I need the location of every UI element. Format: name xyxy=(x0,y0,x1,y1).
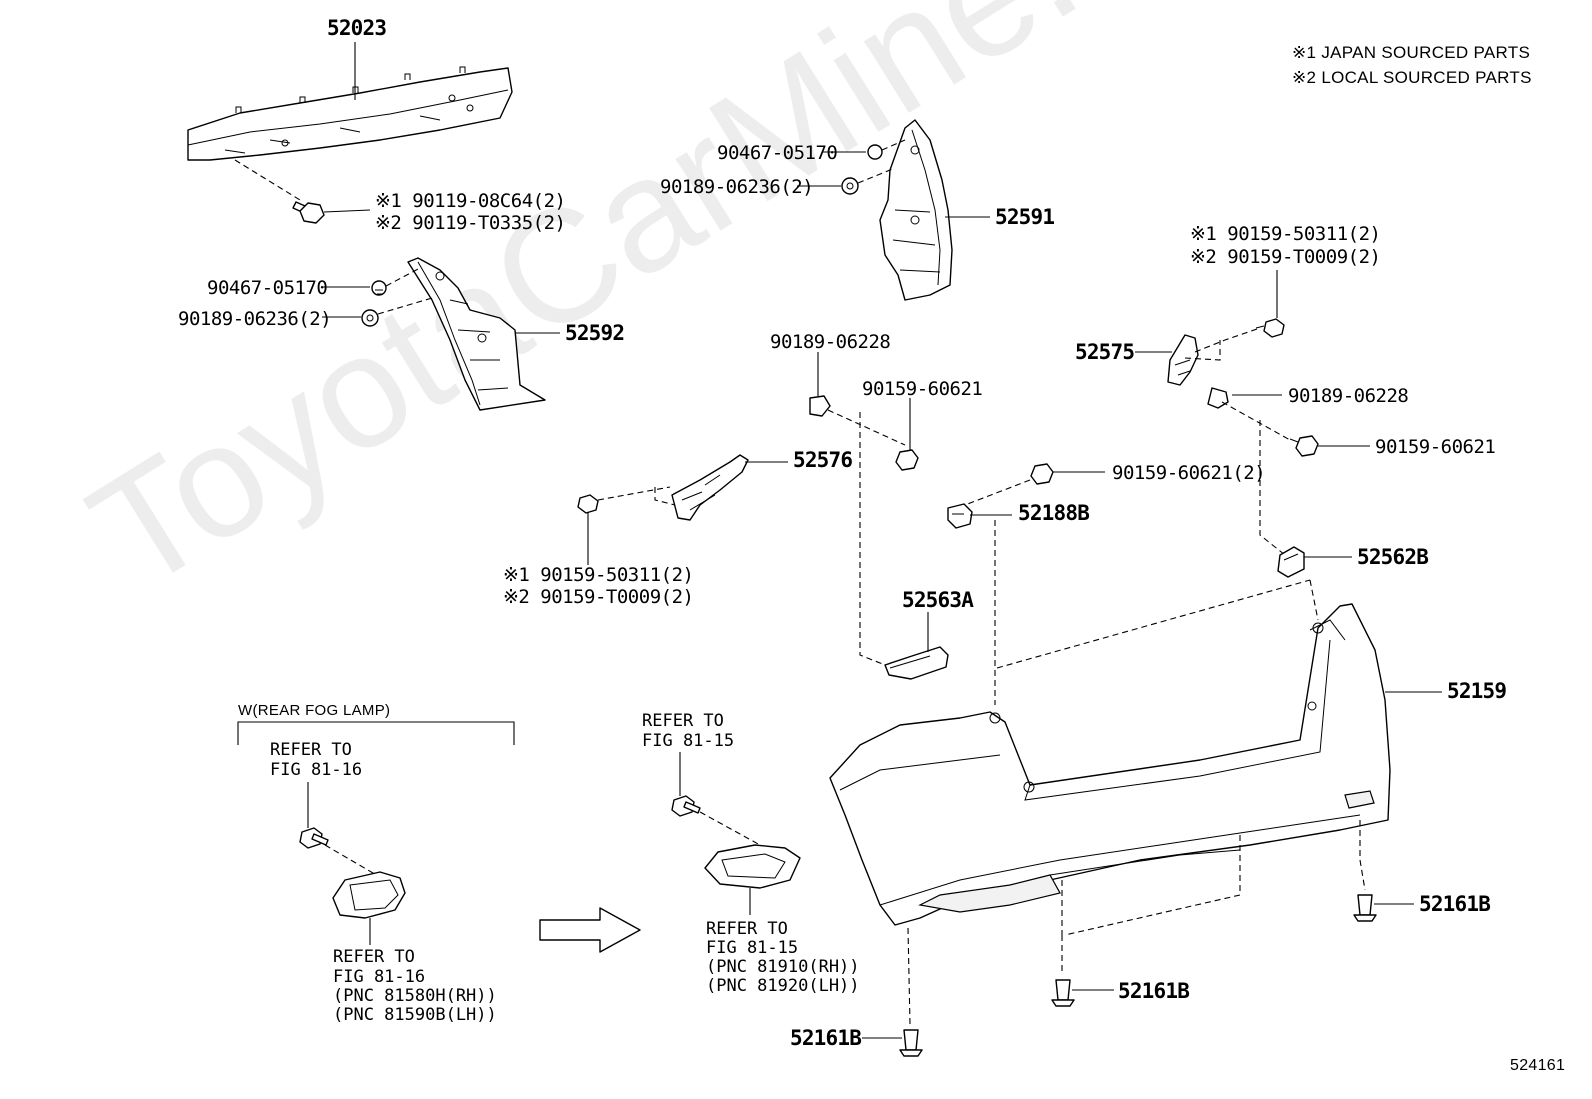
label-refer-to-a: REFER TO xyxy=(270,740,352,760)
label-52592: 52592 xyxy=(565,321,625,345)
label-refer-to-b: REFER TO xyxy=(333,947,415,967)
label-52161b-c: 52161B xyxy=(1419,892,1491,916)
label-52161b-a: 52161B xyxy=(790,1026,862,1050)
screw-90159-50311-left-icon xyxy=(577,494,599,565)
screw-90159-60621-right-icon xyxy=(1289,435,1370,457)
bracket-52591-icon xyxy=(879,119,990,301)
bracket-52576-icon xyxy=(597,454,788,521)
fog-lamp-right-icon xyxy=(704,844,801,915)
bracket-52592-icon xyxy=(407,257,560,411)
label-nut-90189-06228-center: 90189-06228 xyxy=(770,331,891,353)
label-screw-90159-t0009-right: ※2 90159-T0009(2) xyxy=(1190,246,1381,268)
label-nut-90189-06228-right: 90189-06228 xyxy=(1288,385,1409,407)
label-nut-90189-right: 90189-06236(2) xyxy=(660,176,814,198)
label-52562b: 52562B xyxy=(1357,545,1429,569)
label-52575: 52575 xyxy=(1075,340,1135,364)
label-52576: 52576 xyxy=(793,448,853,472)
label-clip-90467-left: 90467-05170 xyxy=(207,277,328,299)
retainer-52563a-icon xyxy=(884,612,949,680)
label-fig-81-16-a: FIG 81-16 xyxy=(270,760,363,780)
retainer-52562b-icon xyxy=(1277,546,1352,578)
clip-52161b-b-icon xyxy=(1051,979,1114,1007)
bracket-52575-icon xyxy=(1135,327,1261,386)
fog-lamp-left-icon xyxy=(332,871,406,945)
fog-lamp-bracket xyxy=(237,721,515,745)
rear-bumper-reinforcement-52023 xyxy=(187,42,513,201)
label-bolt-90119-local: ※2 90119-T0335(2) xyxy=(375,212,566,234)
label-52159: 52159 xyxy=(1447,679,1507,703)
clip-52161b-c-icon xyxy=(1353,894,1414,922)
label-52591: 52591 xyxy=(995,205,1055,229)
label-screw-90159-50311-left: ※1 90159-50311(2) xyxy=(503,564,694,586)
figure-id: 524161 xyxy=(1510,1057,1566,1074)
nut-90189-06228-center-icon xyxy=(809,352,906,666)
label-fig-81-16-b: FIG 81-16 xyxy=(333,967,426,987)
nut-90189-right-icon xyxy=(797,167,896,195)
nut-90189-06228-right-icon xyxy=(1207,387,1291,556)
nut-90189-left-icon xyxy=(322,297,433,327)
screw-90159-50311-right-icon xyxy=(1255,270,1285,338)
clip-52161b-a-icon xyxy=(862,1029,923,1057)
legend-japan-sourced: ※1 JAPAN SOURCED PARTS xyxy=(1292,43,1531,62)
label-52023: 52023 xyxy=(327,16,387,40)
label-bolt-90119-japan: ※1 90119-08C64(2) xyxy=(375,190,566,212)
screw-90159-60621-center-icon xyxy=(895,398,919,471)
label-pnc-81590b: (PNC 81590B(LH)) xyxy=(333,1005,497,1025)
bolt-90119-icon xyxy=(292,201,371,224)
label-clip-90467-right: 90467-05170 xyxy=(717,142,838,164)
label-52563a: 52563A xyxy=(902,588,974,612)
label-refer-to-d: REFER TO xyxy=(706,919,788,939)
label-52161b-b: 52161B xyxy=(1118,979,1190,1003)
label-refer-to-c: REFER TO xyxy=(642,711,724,731)
fog-lamp-bracket-title: W(REAR FOG LAMP) xyxy=(238,702,391,719)
label-pnc-81580h: (PNC 81580H(RH)) xyxy=(333,986,497,1006)
clip-90467-right-icon xyxy=(823,139,906,160)
fog-lamp-screw-left-icon xyxy=(299,782,386,881)
label-fig-81-15-c: FIG 81-15 xyxy=(642,731,735,751)
fog-lamp-screw-right-icon xyxy=(671,752,761,846)
rear-bumper-cover-52159 xyxy=(829,520,1442,1026)
label-52188b: 52188B xyxy=(1018,501,1090,525)
label-pnc-81920: (PNC 81920(LH)) xyxy=(706,976,860,996)
label-screw-90159-60621-center: 90159-60621 xyxy=(862,378,983,400)
label-pnc-81910: (PNC 81910(RH)) xyxy=(706,957,860,977)
screw-90159-60621-2-icon xyxy=(964,463,1105,506)
label-screw-90159-t0009-left: ※2 90159-T0009(2) xyxy=(503,586,694,608)
label-screw-90159-60621-right: 90159-60621 xyxy=(1375,436,1496,458)
label-nut-90189-left: 90189-06236(2) xyxy=(178,308,332,330)
label-fig-81-15-d: FIG 81-15 xyxy=(706,938,799,958)
right-arrow-icon xyxy=(539,907,641,953)
label-screw-90159-60621-2: 90159-60621(2) xyxy=(1112,462,1266,484)
clip-90467-left-icon xyxy=(322,267,421,296)
clip-52188b-icon xyxy=(947,503,1012,529)
label-screw-90159-50311-right: ※1 90159-50311(2) xyxy=(1190,223,1381,245)
legend-local-sourced: ※2 LOCAL SOURCED PARTS xyxy=(1292,68,1532,87)
